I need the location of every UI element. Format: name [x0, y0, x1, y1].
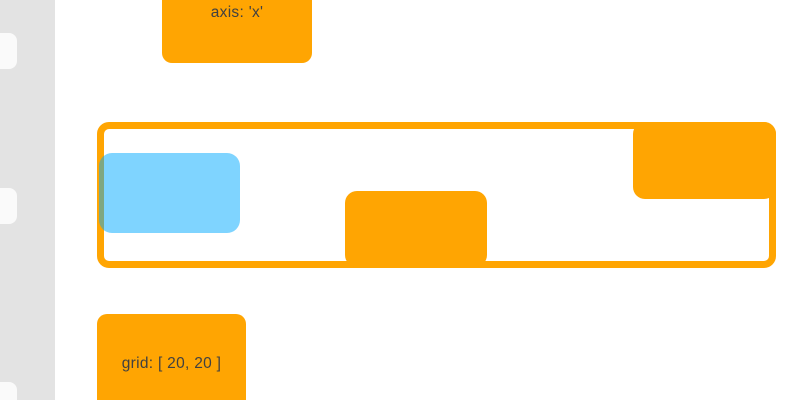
- draggable-blue-box[interactable]: [99, 153, 240, 233]
- sidebar: [0, 0, 55, 400]
- sidebar-handle[interactable]: [0, 188, 17, 224]
- draggable-orange-box-right[interactable]: [633, 122, 776, 199]
- axis-option-box[interactable]: axis: 'x': [162, 0, 312, 63]
- sidebar-handle[interactable]: [0, 382, 17, 400]
- draggable-orange-box-middle[interactable]: [345, 191, 487, 267]
- axis-option-label: axis: 'x': [210, 4, 264, 21]
- grid-option-box[interactable]: grid: [ 20, 20 ]: [97, 314, 246, 400]
- grid-option-label: grid: [ 20, 20 ]: [121, 355, 222, 372]
- sidebar-handle[interactable]: [0, 33, 17, 69]
